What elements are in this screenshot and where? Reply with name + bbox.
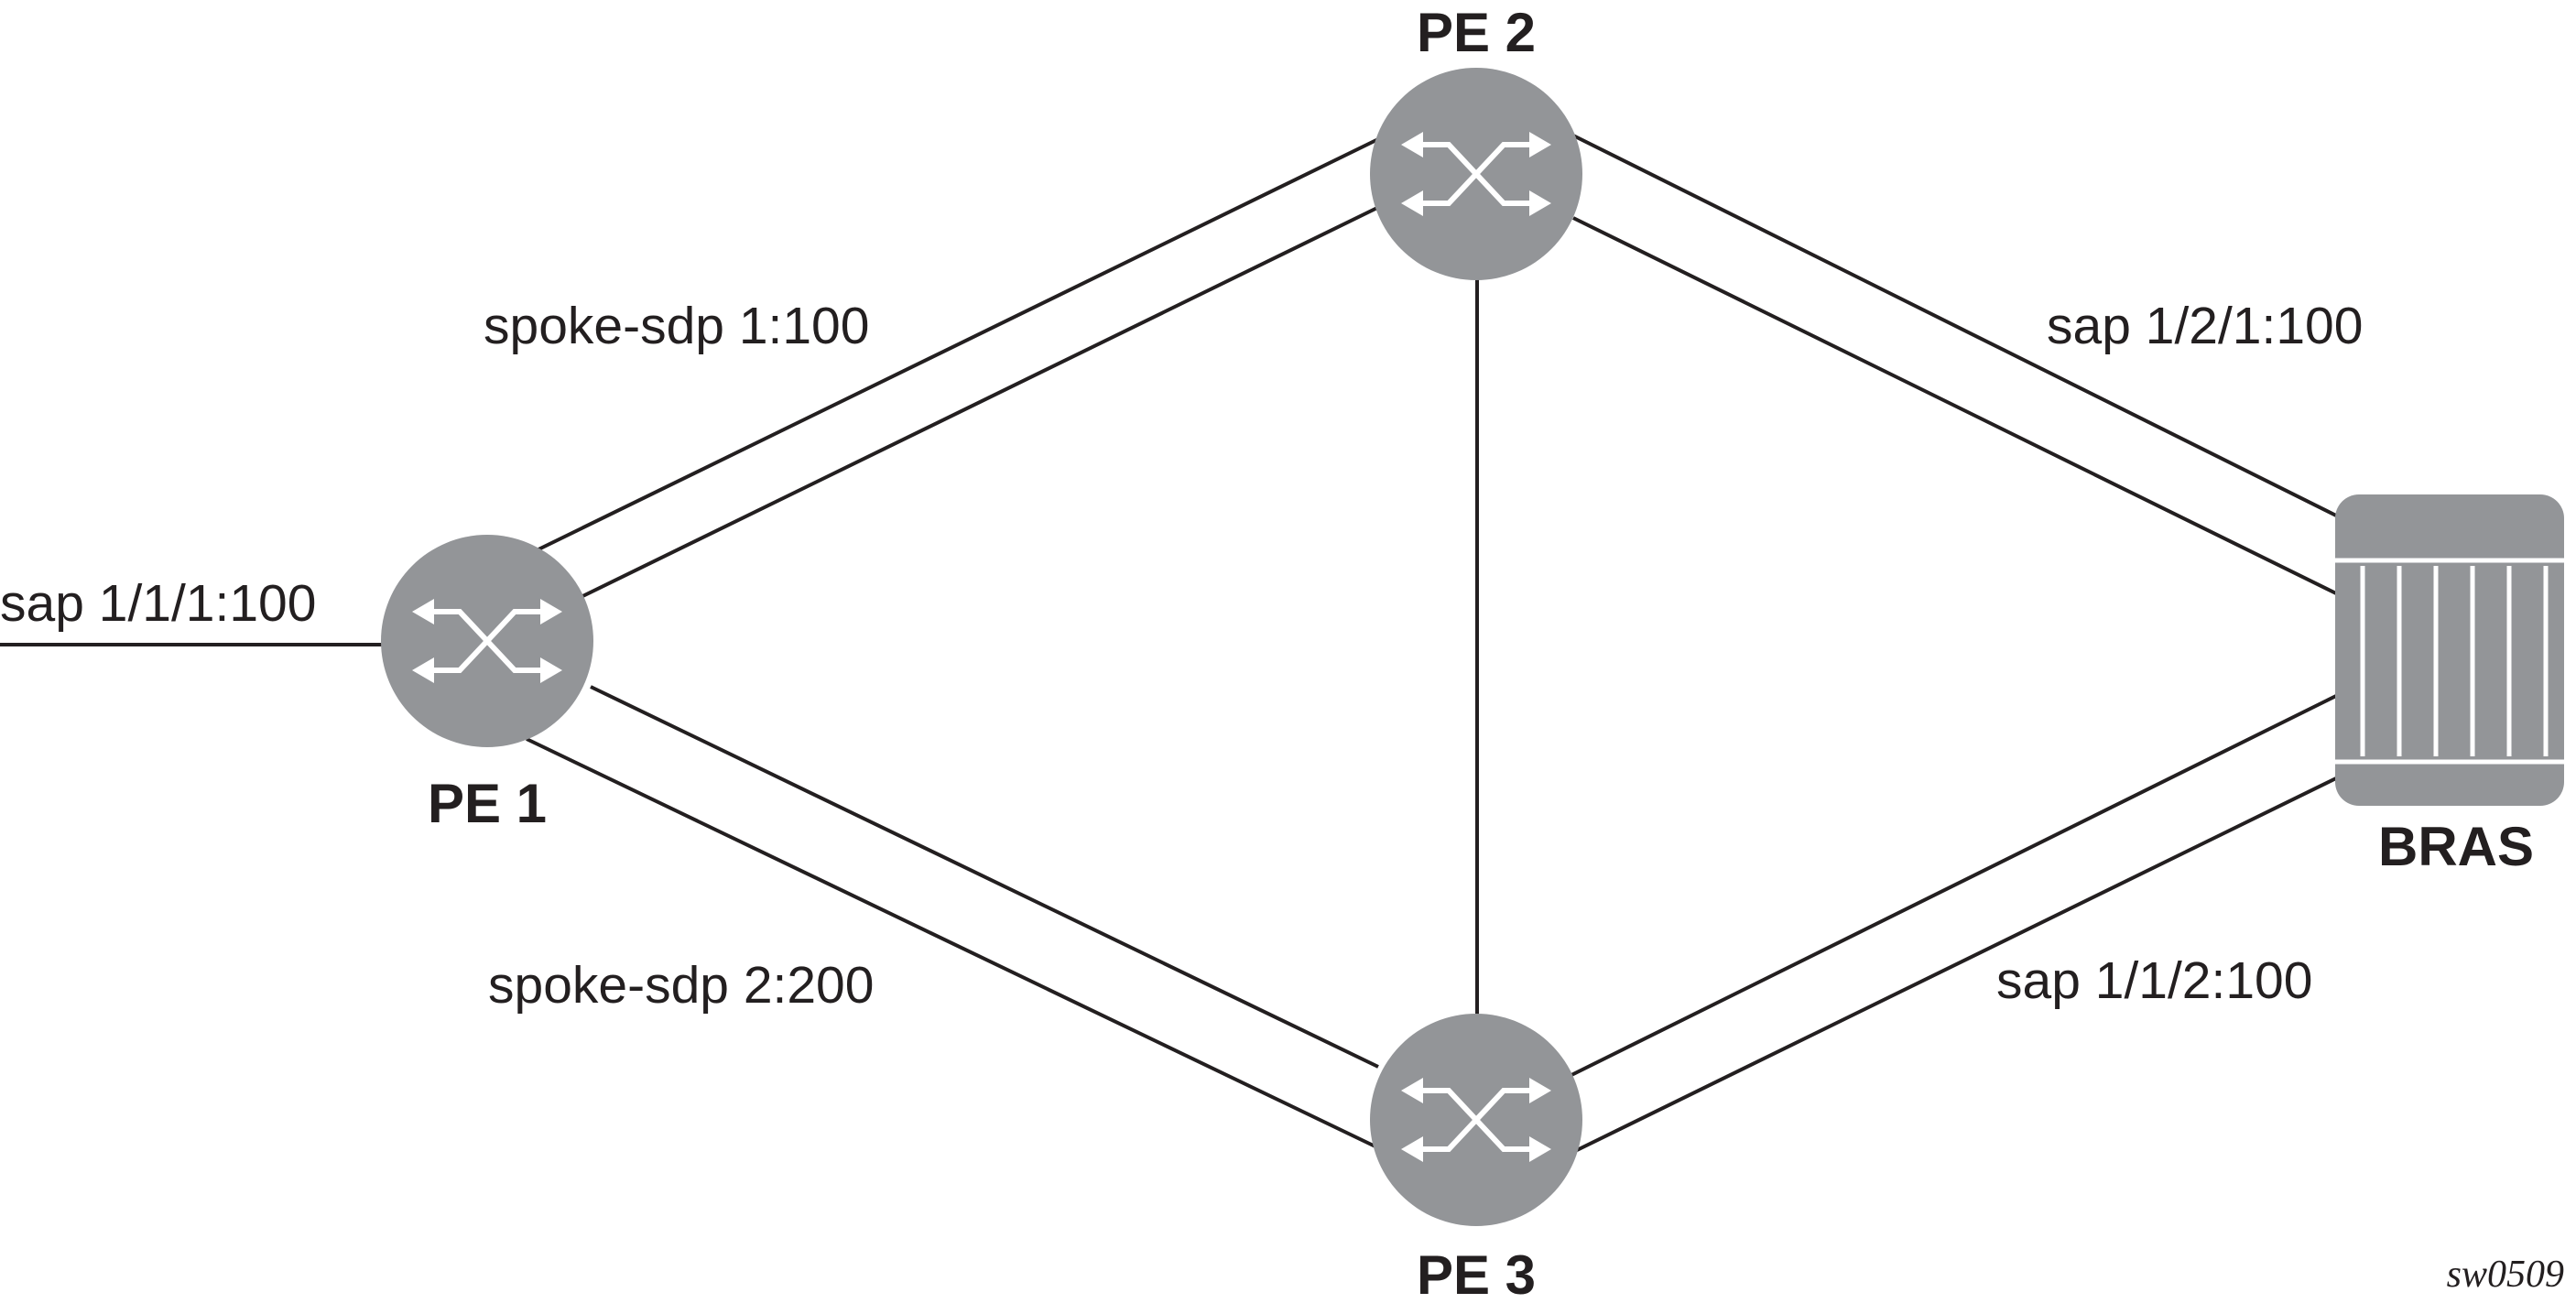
router-pe1[interactable] xyxy=(381,535,593,747)
pe1-pe2-link-b xyxy=(565,204,1382,606)
pe1-pe3-link-a xyxy=(590,685,1379,1069)
bras-chassis xyxy=(2335,494,2564,806)
pe3-bras-link-a xyxy=(1563,692,2341,1081)
pe3-bras-link-b xyxy=(1572,775,2341,1154)
router-pe3[interactable] xyxy=(1370,1014,1582,1226)
bras-label: BRAS xyxy=(2378,816,2534,877)
figure-id: sw0509 xyxy=(2447,1254,2564,1296)
pe1-pe2-link-a xyxy=(538,137,1379,551)
links-layer xyxy=(0,134,2341,1154)
pe1-access-sap-label: sap 1/1/1:100 xyxy=(0,574,316,633)
pe2-bras-link-b xyxy=(1572,216,2341,597)
pe3-bras-sap-label: sap 1/1/2:100 xyxy=(1996,951,2312,1010)
pe1-pe3-spoke-label: spoke-sdp 2:200 xyxy=(488,956,874,1015)
bras-device[interactable] xyxy=(2335,494,2564,806)
pe1-pe2-spoke-label: spoke-sdp 1:100 xyxy=(484,297,869,355)
pe1-label: PE 1 xyxy=(428,773,547,834)
pe2-bras-link-a xyxy=(1572,134,2341,519)
pe1-pe3-link-b xyxy=(526,737,1382,1151)
pe2-label: PE 2 xyxy=(1417,2,1536,63)
pe3-label: PE 3 xyxy=(1417,1244,1536,1306)
bras-slots xyxy=(2360,566,2549,756)
router-pe2[interactable] xyxy=(1370,68,1582,280)
pe2-bras-sap-label: sap 1/2/1:100 xyxy=(2047,297,2363,355)
